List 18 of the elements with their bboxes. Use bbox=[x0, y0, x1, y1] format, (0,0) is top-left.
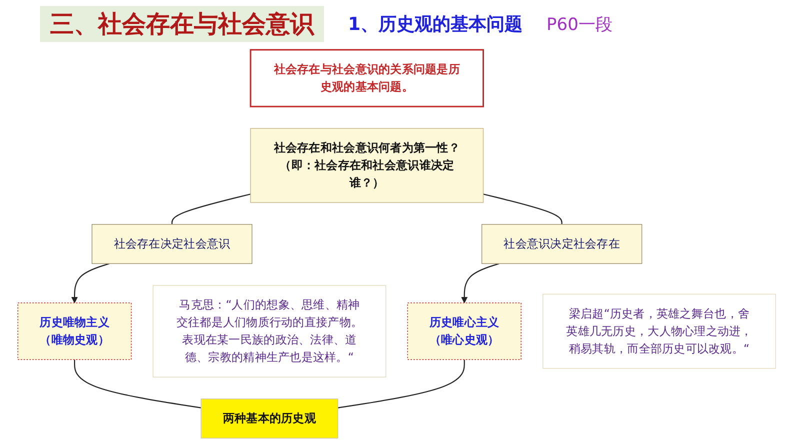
section-heading: 1、历史观的基本问题 bbox=[348, 13, 523, 36]
node-box: 梁启超“历史者，英雄之舞台也，舍英雄几无历史，大人物心理之动进，稍易其轨，而全部历史可以改观。“ bbox=[542, 294, 776, 369]
node-box: 社会意识决定社会存在 bbox=[482, 224, 642, 264]
slide-title: 三、社会存在与社会意识 bbox=[40, 6, 324, 42]
connector bbox=[172, 194, 251, 224]
node-box: 社会存在决定社会意识 bbox=[92, 224, 253, 264]
node-box: 历史唯物主义 （唯物史观） bbox=[18, 302, 132, 360]
page-reference: P60一段 bbox=[546, 14, 612, 36]
node-box: 历史唯心主义 （唯心史观） bbox=[408, 302, 522, 360]
node-box: 社会存在与社会意识的关系问题是历史观的基本问题。 bbox=[250, 49, 484, 108]
node-box: 马克思：“人们的想象、思维、精神交往都是人们物质行动的直接产物。表现在某一民族的政治、法律、道德、宗教的精神生产也是这样。“ bbox=[153, 285, 386, 378]
arrow bbox=[461, 263, 500, 304]
connector bbox=[338, 360, 466, 408]
connector bbox=[74, 360, 202, 408]
connector bbox=[483, 194, 563, 224]
node-box: 社会存在和社会意识何者为第一性？ （即：社会存在和社会意识谁决定谁？） bbox=[250, 128, 484, 203]
node-box: 两种基本的历史观 bbox=[201, 398, 338, 439]
arrow bbox=[72, 263, 110, 304]
